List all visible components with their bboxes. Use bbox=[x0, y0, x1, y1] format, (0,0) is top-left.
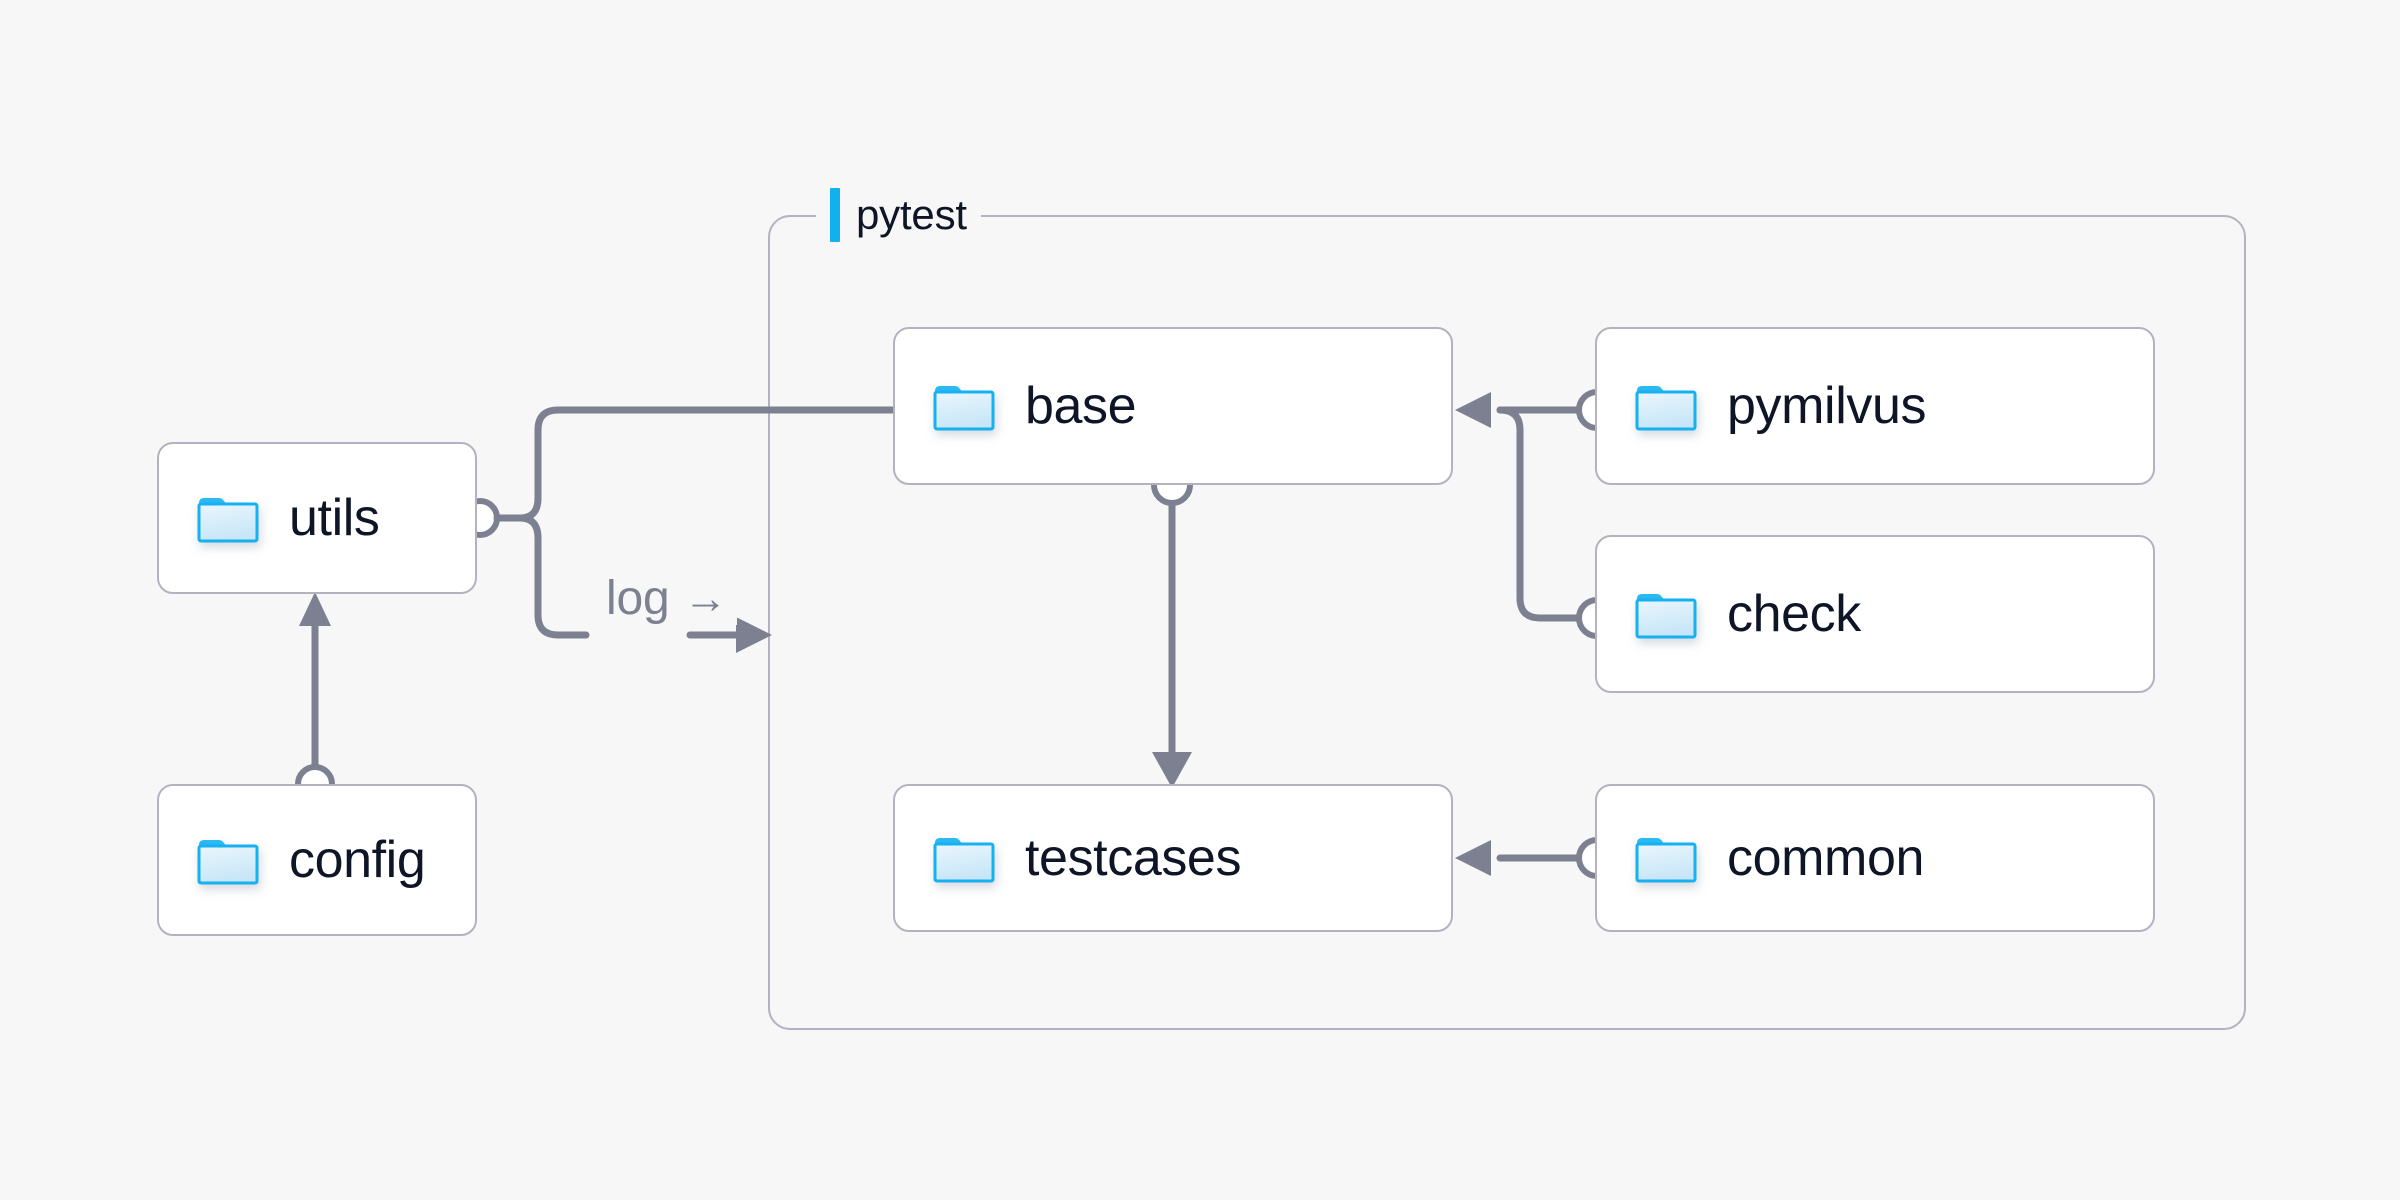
node-pymilvus[interactable]: pymilvus bbox=[1595, 327, 2155, 485]
node-testcases[interactable]: testcases bbox=[893, 784, 1453, 932]
node-label-base: base bbox=[1025, 377, 1137, 435]
node-label-config: config bbox=[289, 831, 426, 889]
edge-label-log-text: log bbox=[606, 572, 670, 625]
group-accent-bar-icon bbox=[830, 188, 840, 242]
folder-icon bbox=[933, 381, 995, 431]
node-label-common: common bbox=[1727, 829, 1924, 887]
group-title: pytest bbox=[856, 191, 967, 238]
edge-config-to-utils bbox=[295, 592, 335, 804]
folder-icon bbox=[197, 493, 259, 543]
folder-icon bbox=[1635, 381, 1697, 431]
node-label-check: check bbox=[1727, 585, 1861, 643]
node-check[interactable]: check bbox=[1595, 535, 2155, 693]
node-label-testcases: testcases bbox=[1025, 829, 1242, 887]
node-utils[interactable]: utils bbox=[157, 442, 477, 594]
folder-icon bbox=[197, 835, 259, 885]
node-common[interactable]: common bbox=[1595, 784, 2155, 932]
folder-icon bbox=[1635, 833, 1697, 883]
group-label-pytest: pytest bbox=[816, 186, 981, 244]
node-label-pymilvus: pymilvus bbox=[1727, 377, 1927, 435]
folder-icon bbox=[1635, 589, 1697, 639]
folder-icon bbox=[933, 833, 995, 883]
edge-label-log: log → bbox=[596, 572, 738, 625]
arrow-right-icon: → bbox=[683, 574, 728, 623]
node-config[interactable]: config bbox=[157, 784, 477, 936]
node-base[interactable]: base bbox=[893, 327, 1453, 485]
node-label-utils: utils bbox=[289, 489, 380, 547]
